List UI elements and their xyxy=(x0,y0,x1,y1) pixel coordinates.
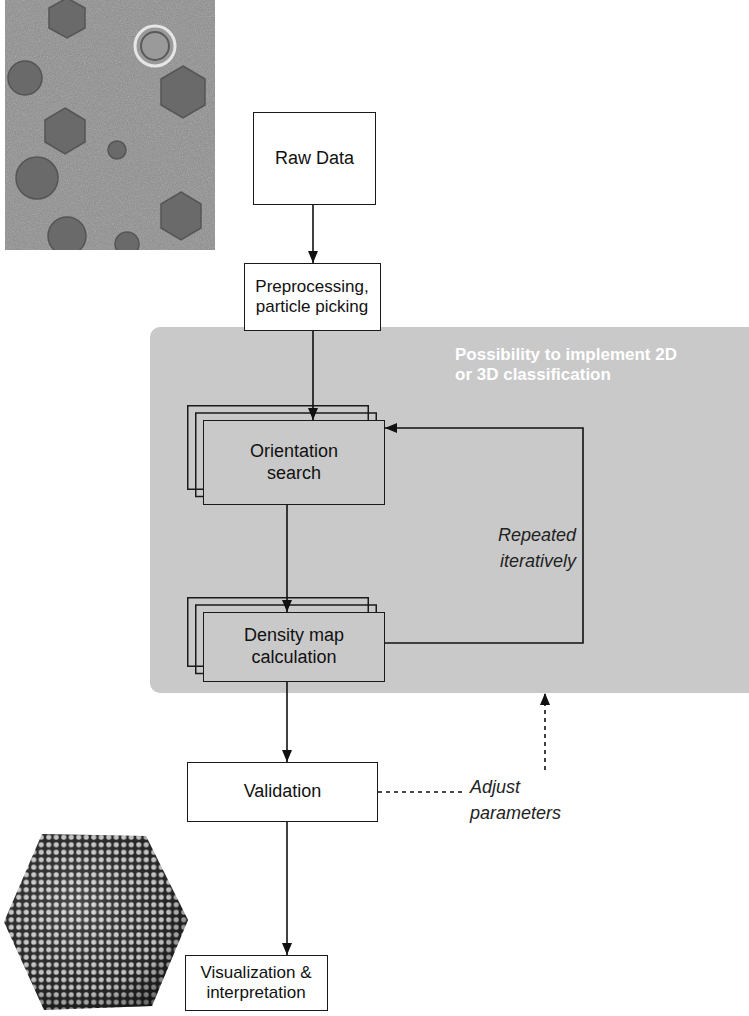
box-label: Raw Data xyxy=(275,148,354,170)
box-label: Preprocessing, particle picking xyxy=(250,277,374,318)
capsid-model xyxy=(0,826,192,1014)
flow-arrow xyxy=(312,205,314,263)
process-box: Preprocessing, particle picking xyxy=(244,263,381,331)
box-label: Validation xyxy=(244,781,322,803)
flow-arrow xyxy=(286,505,288,612)
box-label: Visualization & interpretation xyxy=(193,963,319,1004)
process-box: Validation xyxy=(187,762,378,822)
process-box: Raw Data xyxy=(253,112,376,205)
flow-arrow xyxy=(286,822,288,955)
micrograph-image xyxy=(5,0,215,250)
box-label: Orientation search xyxy=(229,441,359,484)
process-box: Visualization & interpretation xyxy=(185,955,328,1011)
flow-arrow xyxy=(385,428,583,643)
edge-label: Repeated iteratively xyxy=(466,522,576,574)
edge-label: Adjust parameters xyxy=(470,774,582,826)
flow-arrow xyxy=(312,331,314,420)
band-heading: Possibility to implement 2D or 3D classi… xyxy=(455,345,679,386)
stacked-process-box: Density map calculation xyxy=(203,612,385,682)
flow-arrow xyxy=(286,682,288,762)
box-label: Density map calculation xyxy=(229,625,359,668)
stacked-process-box: Orientation search xyxy=(203,420,385,505)
classification-band: Possibility to implement 2D or 3D classi… xyxy=(150,327,749,693)
